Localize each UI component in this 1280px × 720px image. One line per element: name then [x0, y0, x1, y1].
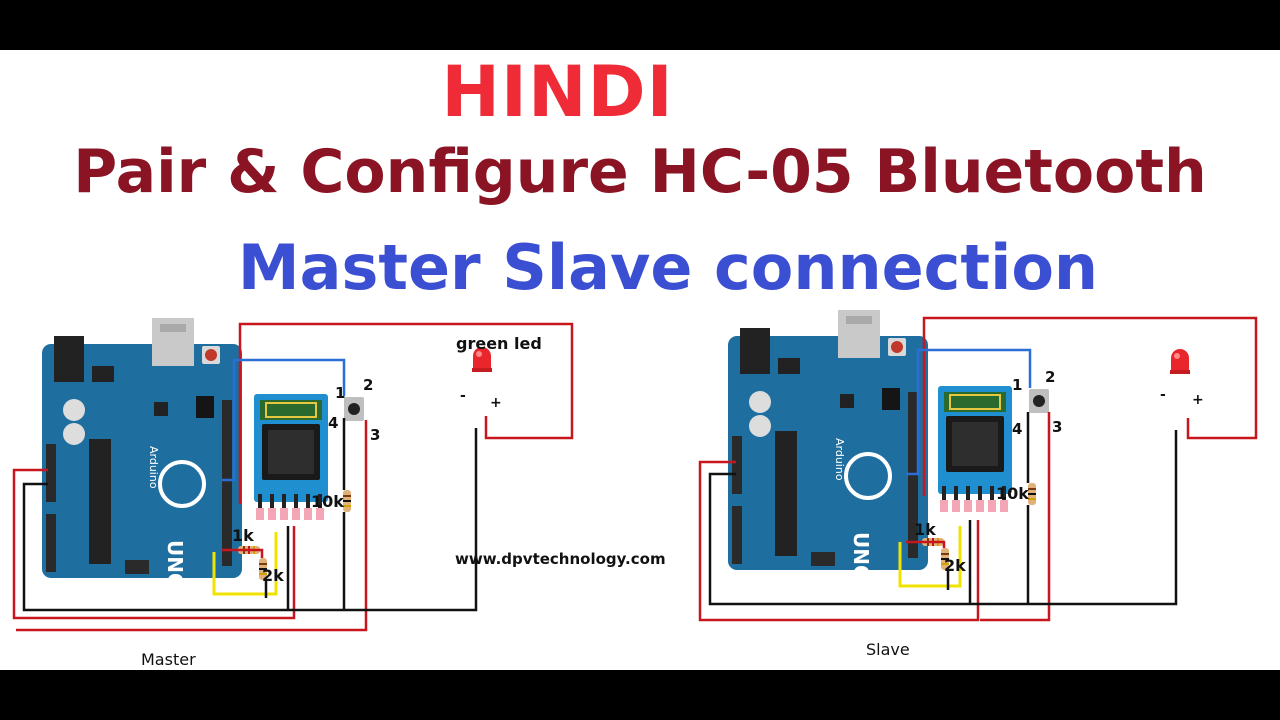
slave-caption: Slave	[866, 640, 910, 659]
circuit-diagram: UNO Arduino	[12, 308, 1258, 632]
slave-led-plus: +	[1192, 392, 1204, 408]
master-led-plus: +	[490, 395, 502, 411]
title-main: Pair & Configure HC-05 Bluetooth	[73, 137, 1207, 207]
slave-switch-pin-4: 4	[1012, 420, 1023, 438]
diagram-canvas: HINDI Pair & Configure HC-05 Bluetooth M…	[0, 50, 1280, 670]
title-language: HINDI	[441, 51, 674, 133]
slave-push-button	[1029, 389, 1049, 413]
slave-resistor-2k-label: 2k	[944, 556, 966, 575]
slave-switch-pin-1: 1	[1012, 376, 1023, 394]
slave-resistor-10k	[1028, 483, 1036, 505]
slave-resistor-1k-label: 1k	[914, 520, 936, 539]
slave-resistor-10k-label: 10k	[996, 484, 1029, 503]
master-switch-pin-3: 3	[370, 426, 381, 444]
master-arduino-board	[40, 316, 244, 592]
master-circuit	[12, 316, 574, 632]
slave-arduino-board	[726, 308, 930, 584]
master-caption: Master	[141, 650, 196, 669]
slave-led-minus: -	[1160, 387, 1166, 403]
slave-circuit	[698, 308, 1258, 622]
master-resistor-10k-label: 10k	[311, 492, 344, 511]
master-switch-pin-4: 4	[328, 414, 339, 432]
master-resistor-10k	[343, 490, 351, 512]
master-resistor-1k-label: 1k	[232, 526, 254, 545]
master-push-button	[344, 397, 364, 421]
slave-switch-pin-3: 3	[1052, 418, 1063, 436]
slave-switch-pin-2: 2	[1045, 368, 1056, 386]
master-led-label: green led	[456, 334, 542, 353]
master-led-minus: -	[460, 388, 466, 404]
website-url: www.dpvtechnology.com	[455, 550, 666, 568]
title-subtitle: Master Slave connection	[237, 231, 1099, 304]
slave-led	[1170, 349, 1190, 374]
master-resistor-2k-label: 2k	[262, 566, 284, 585]
master-switch-pin-1: 1	[335, 384, 346, 402]
master-switch-pin-2: 2	[363, 376, 374, 394]
